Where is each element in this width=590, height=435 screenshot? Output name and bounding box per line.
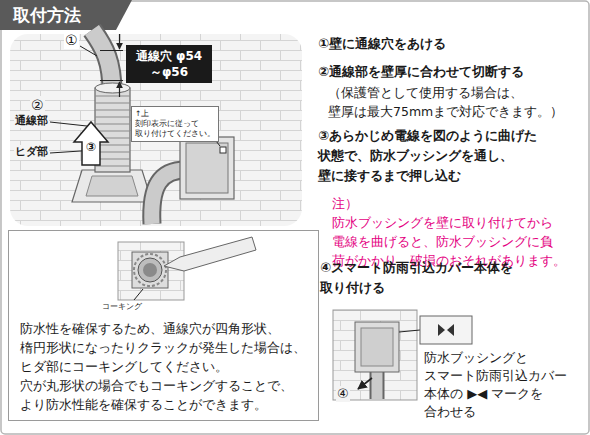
page-title: 取付方法 xyxy=(13,5,81,25)
up-mark xyxy=(220,147,226,153)
step-text: ②通線部を壁厚に合わせて切断する xyxy=(318,62,524,82)
step-text: ①壁に通線穴をあける xyxy=(318,34,446,54)
cover-body xyxy=(361,328,393,366)
box-text: 防水性を確保するため、通線穴が四角形状、楕円形状になったりクラックが発生した場合… xyxy=(20,319,308,414)
extension-line xyxy=(100,51,123,81)
note-text: （保護管として使用する場合は、 壁厚は最大75mmまで対応できます。） xyxy=(328,83,565,121)
bushing-flange xyxy=(72,170,152,202)
box-text: 通線穴 φ54～φ56 xyxy=(132,48,206,80)
warning-note: 注）防水ブッシングを壁に取り付けてから 電線を曲げると、防水ブッシングに負 荷が… xyxy=(332,194,577,270)
alignment-mark xyxy=(447,324,454,336)
cable xyxy=(372,372,383,399)
callout-number: ① xyxy=(64,31,79,49)
step-text: ③あらかじめ電線を図のように曲げた 状態で、防水ブッシングを通し、 壁に接するま… xyxy=(318,126,546,186)
cover-plate xyxy=(180,137,234,199)
callout-number: ④ xyxy=(336,386,350,402)
bushing-flange-inner xyxy=(86,176,138,196)
leader-line xyxy=(399,330,420,332)
dimension-label: 通線穴 φ54～φ56 xyxy=(126,45,212,83)
part-label: 通線部 xyxy=(14,114,49,128)
step-number: ③ xyxy=(85,140,97,155)
pipe-bore xyxy=(143,263,157,277)
note-box: 防水性を確保するため、通線穴が四角形状、楕円形状になったりクラックが発生した場合… xyxy=(8,230,319,421)
alignment-mark xyxy=(438,324,445,336)
callout-number: ② xyxy=(30,96,45,114)
pipe-end xyxy=(138,258,162,282)
callout-text: 防水ブッシングと スマート防雨引込カバー 本体の ▶◀ マークを 合わせる xyxy=(424,349,574,421)
dimension-arrow xyxy=(119,82,120,97)
push-arrow xyxy=(74,122,108,165)
title-tab xyxy=(0,0,132,30)
caulking-gun xyxy=(164,237,256,271)
bellows-top xyxy=(95,83,130,93)
bushing-flange xyxy=(132,252,168,288)
brick-wall xyxy=(118,242,184,300)
step-text: ④スマート防雨引込カバー本体を 取り付ける xyxy=(320,258,535,298)
leader-line xyxy=(80,46,97,56)
brick-wall xyxy=(10,34,302,226)
part-label: ヒダ部 xyxy=(14,145,49,159)
instruction-tag: ↑上 刻印表示に従って 取り付けてください。 xyxy=(131,106,219,142)
mount-arrow xyxy=(358,378,372,389)
cover-body xyxy=(186,143,228,193)
dimension-arrow xyxy=(119,34,120,49)
cable xyxy=(370,372,385,399)
box-text: ↑上 刻印表示に従って 取り付けてください。 xyxy=(135,109,215,139)
part-label: コーキング xyxy=(101,302,143,311)
cover-plate xyxy=(355,322,399,372)
caulking-bead xyxy=(134,254,166,286)
detail-inset xyxy=(420,316,472,344)
leader-line xyxy=(134,289,143,300)
